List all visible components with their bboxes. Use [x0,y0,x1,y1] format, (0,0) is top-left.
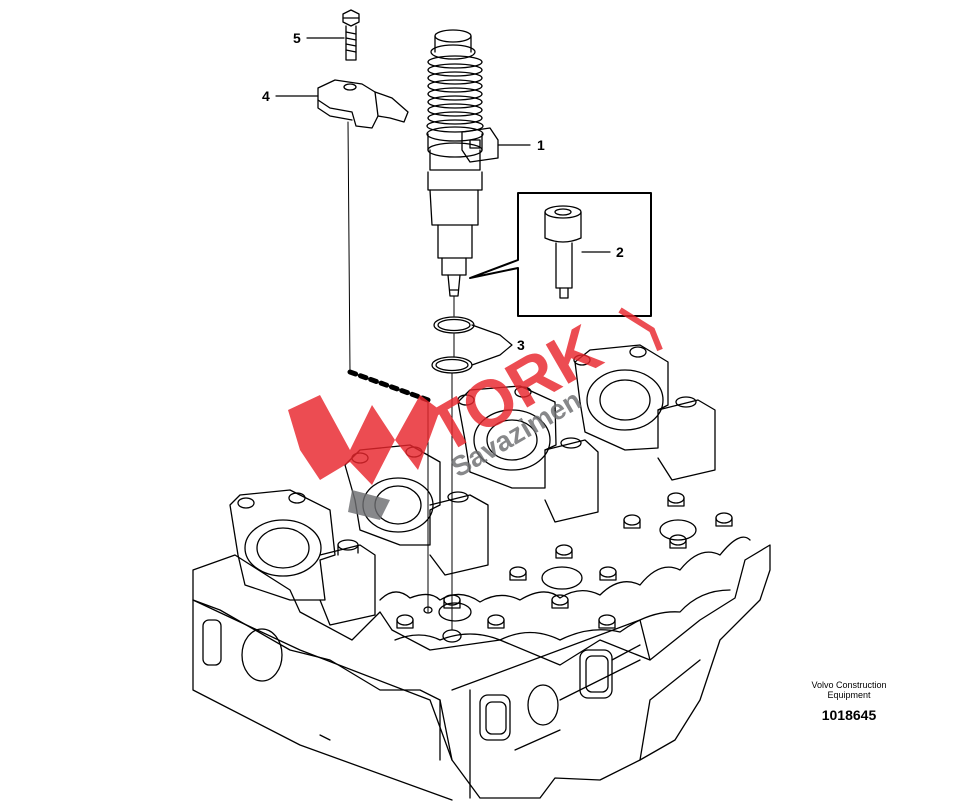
callout-4: 4 [262,88,270,104]
drawing-caption: Volvo Construction Equipment 1018645 [789,680,909,723]
caption-company-line2: Equipment [827,690,871,700]
clamp-part-4 [317,79,409,129]
callout-3: 3 [517,337,525,353]
caption-company: Volvo Construction [811,680,887,690]
bolt-part-5 [342,9,360,61]
sleeve-part-2 [544,205,582,299]
watermark-logo: TORK Savazimen [288,307,663,520]
head-bolts [396,492,733,629]
bearing-tower-3 [457,385,599,523]
detail-box [469,192,652,317]
drawing-number: 1018645 [821,707,877,723]
injector-part-1 [426,29,499,297]
injector-bore [438,602,472,622]
leader-lines [275,37,611,366]
callout-2: 2 [616,244,624,260]
assembly-lines [347,121,455,631]
o-rings-part-3 [431,316,475,374]
callout-1: 1 [537,137,545,153]
head-deck-outline [379,536,751,603]
bearing-tower-1 [229,489,376,626]
cylinder-head [192,544,771,801]
bearing-tower-4 [573,344,716,481]
callout-5: 5 [293,30,301,46]
